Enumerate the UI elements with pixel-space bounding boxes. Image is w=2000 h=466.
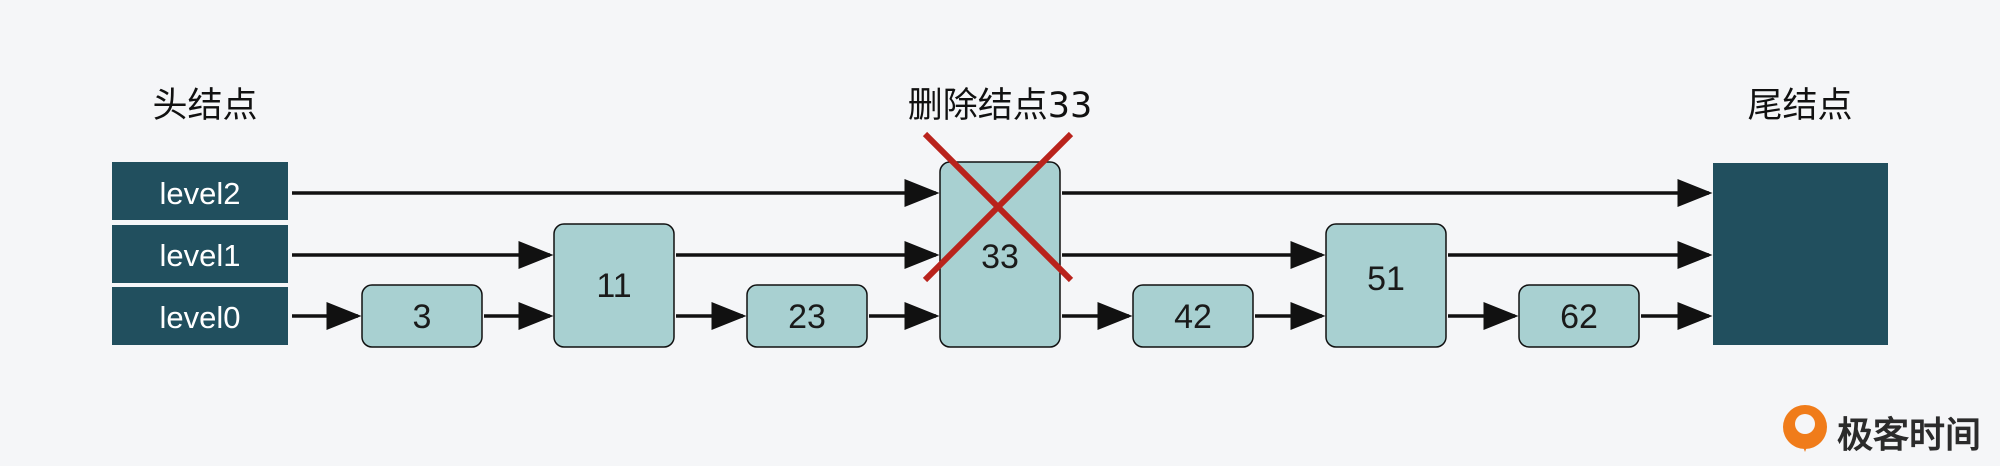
node-value: 33 — [981, 238, 1019, 276]
node-box — [1325, 223, 1447, 348]
head-level0-cell — [112, 287, 288, 345]
node-23: 23 — [746, 284, 868, 348]
node-51: 51 — [1325, 223, 1447, 348]
node-box — [939, 161, 1061, 348]
head-level1-cell — [112, 225, 288, 283]
node-box — [361, 284, 483, 348]
head-level0-label: level0 — [160, 300, 241, 335]
node-62: 62 — [1518, 284, 1640, 348]
node-box — [746, 284, 868, 348]
node-value: 11 — [596, 267, 631, 305]
head-level2-cell — [112, 162, 288, 220]
tail-node — [1713, 163, 1888, 345]
node-box — [1518, 284, 1640, 348]
geektime-logo-icon — [1783, 405, 1827, 452]
node-value: 51 — [1367, 260, 1405, 298]
node-42: 42 — [1132, 284, 1254, 348]
delete-node-title: 删除结点33 — [908, 86, 1093, 126]
head-node: level2 level1 level0 — [112, 162, 288, 345]
delete-cross-icon — [922, 131, 1074, 283]
head-node-title: 头结点 — [152, 86, 257, 126]
node-value: 42 — [1174, 298, 1212, 336]
node-box — [553, 223, 675, 348]
head-level2-label: level2 — [160, 176, 241, 211]
head-level1-label: level1 — [160, 238, 241, 273]
node-3: 3 — [361, 284, 483, 348]
node-11: 11 — [553, 223, 675, 348]
node-value: 3 — [413, 298, 432, 336]
brand-name: 极客时间 — [1837, 415, 1981, 456]
brand-logo: 极客时间 — [1783, 405, 1981, 456]
node-33: 33 — [939, 161, 1061, 348]
node-value: 62 — [1560, 298, 1598, 336]
node-box — [1132, 284, 1254, 348]
tail-node-title: 尾结点 — [1747, 86, 1852, 126]
node-value: 23 — [788, 298, 826, 336]
